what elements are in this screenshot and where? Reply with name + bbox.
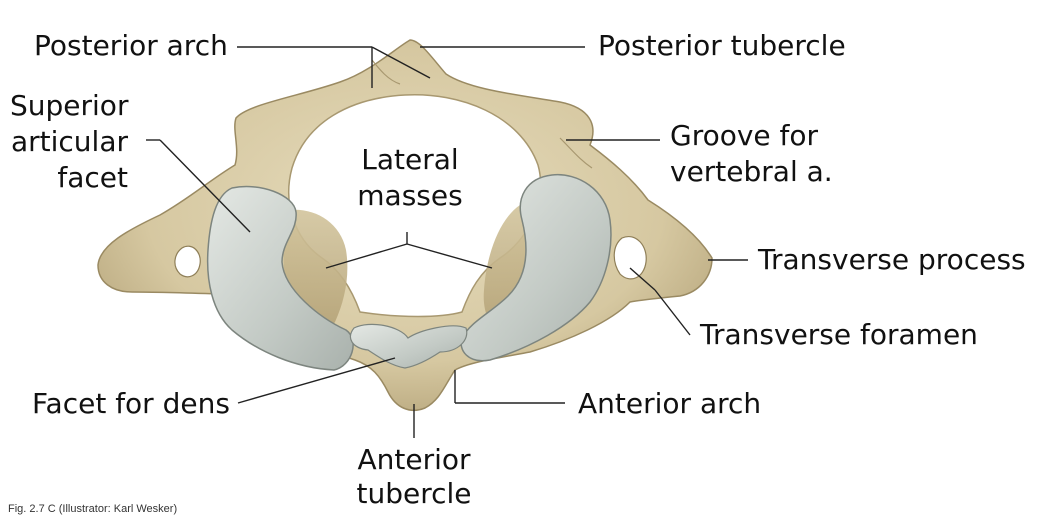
vertebral-groove-ridge — [559, 137, 593, 169]
label-anterior-arch: Anterior arch — [578, 387, 762, 420]
label-groove-line-1: Groove for — [670, 119, 819, 152]
label-anterior-tubercle-line-1: Anterior — [357, 443, 471, 476]
leader-lateral-left — [325, 243, 408, 269]
label-groove-line-2: vertebral a. — [670, 155, 833, 188]
label-transverse-foramen: Transverse foramen — [700, 318, 978, 351]
leader-lateral-right — [406, 243, 493, 269]
left-transverse-foramen — [174, 245, 201, 278]
right-transverse-foramen — [613, 236, 647, 280]
leader-lines — [146, 46, 748, 438]
label-facet-for-dens: Facet for dens — [32, 387, 230, 420]
label-lateral-line-2: masses — [357, 179, 463, 212]
leader-transverse-foramen-b — [654, 289, 691, 336]
dens-facet — [349, 323, 468, 369]
leader-facet-dens — [237, 357, 396, 404]
label-superior-line-1: Superior — [10, 89, 129, 122]
label-posterior-arch: Posterior arch — [34, 29, 228, 62]
posterior-arch-ridge — [371, 59, 401, 85]
label-posterior-tubercle: Posterior tubercle — [598, 29, 846, 62]
leader-transverse-foramen-a — [629, 267, 656, 291]
left-superior-articular-facet — [206, 185, 354, 371]
leader-superior-facet-b — [159, 139, 251, 233]
right-superior-articular-facet — [460, 173, 612, 362]
label-transverse-process: Transverse process — [758, 243, 1026, 276]
figure-caption: Fig. 2.7 C (Illustrator: Karl Wesker) — [8, 503, 178, 515]
label-superior-line-2: articular — [10, 125, 128, 158]
label-lateral-line-1: Lateral — [361, 143, 459, 176]
leader-posterior-arch-diag — [371, 46, 431, 79]
label-superior-line-3: facet — [57, 161, 128, 194]
label-anterior-tubercle-line-2: tubercle — [356, 477, 472, 510]
